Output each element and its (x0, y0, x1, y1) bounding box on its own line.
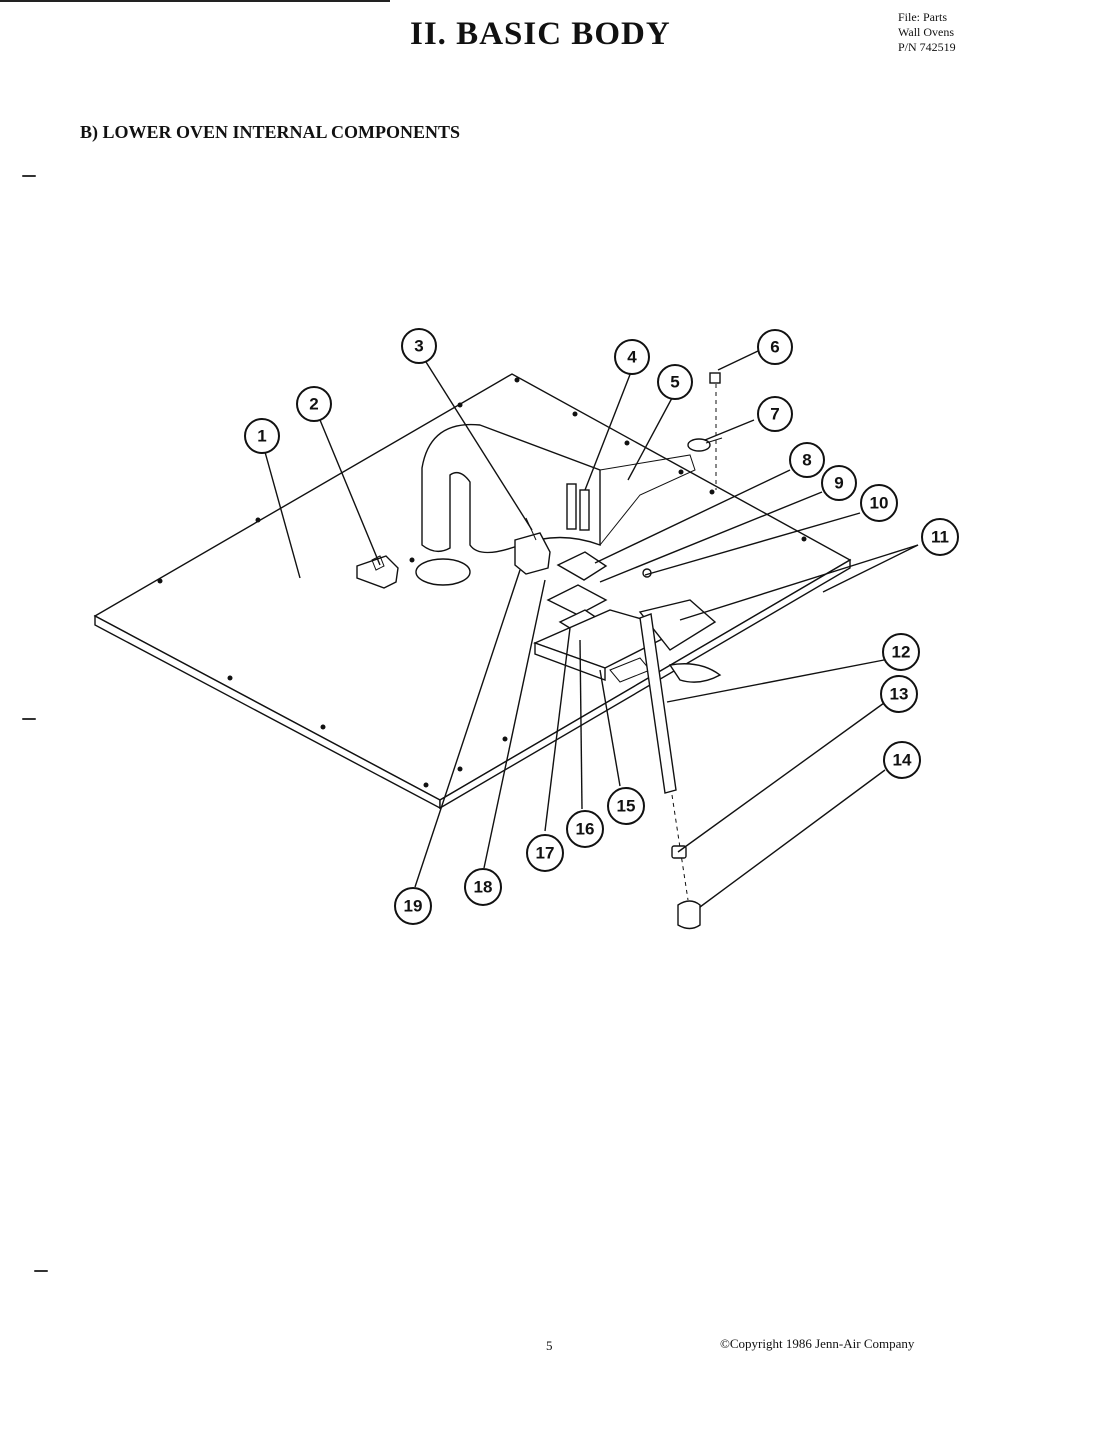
callout-label: 14 (893, 751, 912, 770)
callout-label: 10 (870, 494, 889, 513)
callout-15: 15 (607, 787, 645, 825)
callout-label: 6 (770, 338, 779, 357)
callout-2: 2 (296, 386, 332, 422)
callout-13: 13 (880, 675, 918, 713)
callout-12: 12 (882, 633, 920, 671)
file-line-1: File: Parts (898, 10, 948, 24)
callout-label: 5 (670, 373, 679, 392)
callout-14: 14 (883, 741, 921, 779)
callout-4: 4 (614, 339, 650, 375)
callout-label: 16 (576, 820, 595, 839)
callout-10: 10 (860, 484, 898, 522)
page-number: 5 (546, 1338, 553, 1353)
callout-8: 8 (789, 442, 825, 478)
callout-label: 8 (802, 451, 811, 470)
callout-1: 1 (244, 418, 280, 454)
bushing-and-knob (671, 794, 701, 930)
margin-mark (22, 718, 36, 720)
callout-16: 16 (566, 810, 604, 848)
callout-label: 1 (257, 427, 266, 446)
margin-mark (34, 1270, 48, 1272)
callout-3: 3 (401, 328, 437, 364)
margin-mark (22, 175, 36, 177)
top-rule (0, 0, 390, 2)
callout-label: 15 (617, 797, 636, 816)
callout-label: 19 (404, 897, 423, 916)
callout-label: 12 (892, 643, 911, 662)
callout-label: 11 (931, 528, 949, 547)
oven-bottom-panel (93, 373, 852, 810)
callout-label: 3 (414, 337, 423, 356)
file-line-2: Wall Ovens (898, 25, 955, 39)
screws (566, 483, 590, 531)
mounting-clip (356, 555, 399, 589)
callout-18: 18 (464, 868, 502, 906)
copyright-notice: ©Copyright 1986 Jenn-Air Company (720, 1336, 915, 1351)
callout-label: 2 (309, 395, 318, 414)
callout-9: 9 (821, 465, 857, 501)
callout-17: 17 (526, 834, 564, 872)
callout-6: 6 (757, 329, 793, 365)
callout-label: 9 (834, 474, 843, 493)
section-heading: B) LOWER OVEN INTERNAL COMPONENTS (80, 122, 461, 142)
callout-label: 13 (890, 685, 909, 704)
page-title: II. BASIC BODY (410, 16, 671, 52)
callout-19: 19 (394, 887, 432, 925)
leader-lines (264, 350, 919, 908)
file-line-3: P/N 742519 (898, 40, 956, 54)
file-info: File: Parts Wall Ovens P/N 742519 (898, 10, 956, 55)
valve-and-control-rod (638, 568, 722, 794)
callout-label: 7 (770, 405, 779, 424)
callout-7: 7 (757, 396, 793, 432)
air-duct (421, 423, 696, 554)
callout-5: 5 (657, 364, 693, 400)
screw-and-ground-lug (687, 372, 723, 490)
callout-label: 4 (627, 348, 637, 367)
callout-label: 18 (474, 878, 493, 897)
burner-bracket (514, 517, 551, 575)
callout-11: 11 (921, 518, 959, 556)
callout-label: 17 (536, 844, 555, 863)
